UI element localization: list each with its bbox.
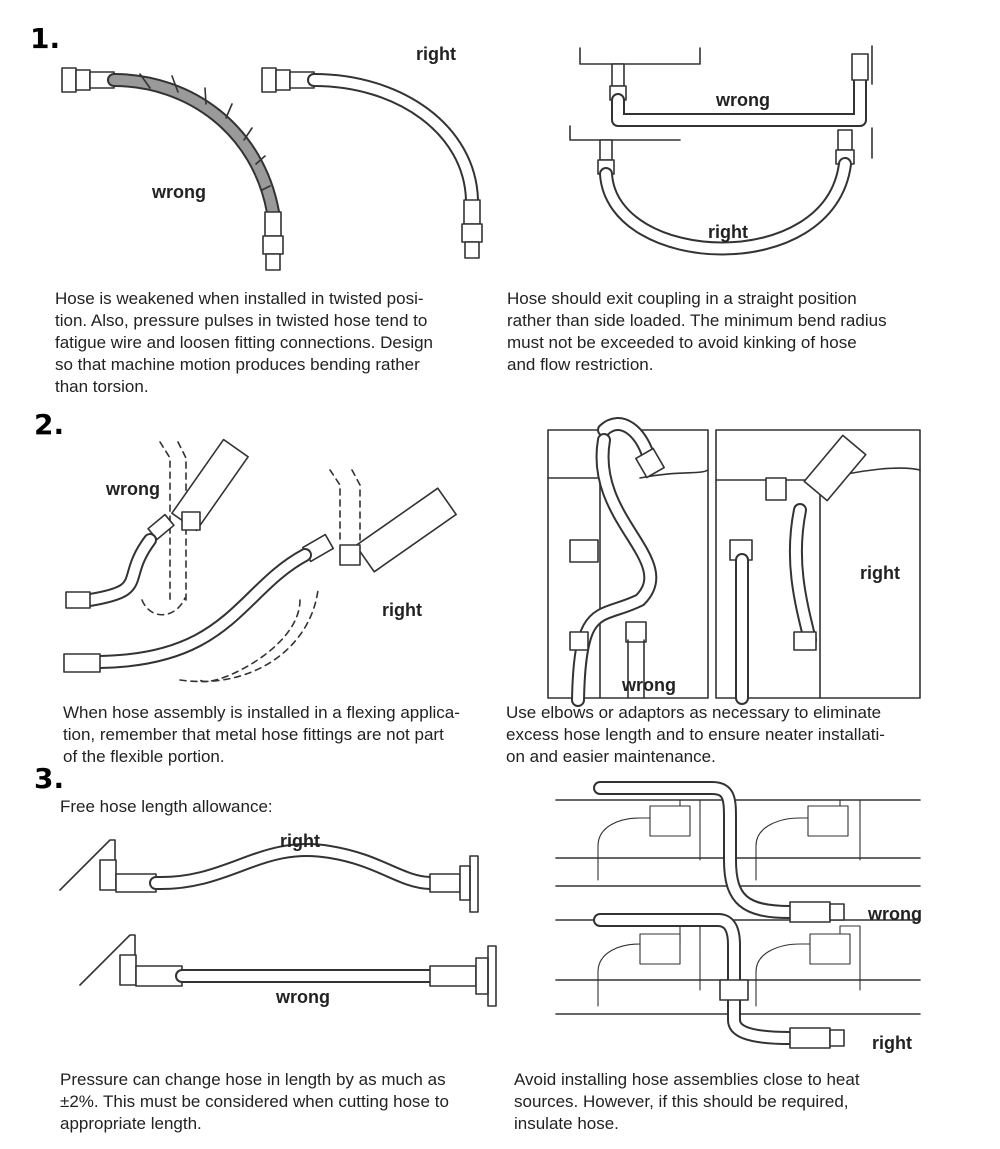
caption-line: insulate hose. xyxy=(514,1114,619,1133)
caption-line: Use elbows or adaptors as necessary to e… xyxy=(506,703,882,722)
section-3-heading: Free hose length allowance: xyxy=(60,797,273,816)
caption-line: Avoid installing hose assemblies close t… xyxy=(514,1070,860,1089)
twisted-hose-drawing xyxy=(61,67,284,271)
caption-flexing-application: When hose assembly is installed in a fle… xyxy=(63,702,460,768)
caption-line: rather than side loaded. The minimum ben… xyxy=(507,311,887,330)
label-wrong: wrong xyxy=(868,904,922,924)
caption-line: must not be exceeded to avoid kinking of… xyxy=(507,333,857,352)
section-number-2: 2. xyxy=(34,408,65,441)
caption-line: on and easier maintenance. xyxy=(506,747,716,766)
caption-line: excess hose length and to ensure neater … xyxy=(506,725,885,744)
label-right: right xyxy=(708,222,748,242)
caption-line: appropriate length. xyxy=(60,1114,202,1133)
caption-line: fatigue wire and loosen fitting connecti… xyxy=(55,333,434,352)
label-right: right xyxy=(280,831,320,851)
caption-hose-length: Pressure can change hose in length by as… xyxy=(60,1069,449,1135)
caption-line: tion. Also, pressure pulses in twisted h… xyxy=(55,311,428,330)
elbow-adaptor-drawing xyxy=(547,417,921,707)
caption-line: of the flexible portion. xyxy=(63,747,225,766)
section-number-3: 3. xyxy=(34,762,65,795)
caption-line: sources. However, if this should be requ… xyxy=(514,1092,849,1111)
label-wrong: wrong xyxy=(152,182,206,202)
caption-line: Pressure can change hose in length by as… xyxy=(60,1070,446,1089)
caption-line: tion, remember that metal hose fittings … xyxy=(63,725,444,744)
hose-length-drawing xyxy=(59,839,497,1007)
section-number-1: 1. xyxy=(30,22,61,55)
caption-twisted-hose: Hose is weakened when installed in twist… xyxy=(55,288,433,398)
label-wrong: wrong xyxy=(106,479,160,499)
smooth-hose-drawing xyxy=(261,67,483,259)
label-right: right xyxy=(416,44,456,64)
label-wrong: wrong xyxy=(622,675,676,695)
caption-line: Hose is weakened when installed in twist… xyxy=(55,289,424,308)
caption-elbows-adaptors: Use elbows or adaptors as necessary to e… xyxy=(506,702,885,768)
caption-line: so that machine motion produces bending … xyxy=(55,355,420,374)
label-right: right xyxy=(382,600,422,620)
flexing-hose-drawing xyxy=(63,438,457,683)
caption-line: Hose should exit coupling in a straight … xyxy=(507,289,857,308)
label-wrong: wrong xyxy=(716,90,770,110)
caption-line: and flow restriction. xyxy=(507,355,654,374)
caption-line: When hose assembly is installed in a fle… xyxy=(63,703,460,722)
label-wrong: wrong xyxy=(276,987,330,1007)
label-right: right xyxy=(872,1033,912,1053)
caption-heat-sources: Avoid installing hose assemblies close t… xyxy=(514,1069,860,1135)
caption-line: ±2%. This must be considered when cuttin… xyxy=(60,1092,449,1111)
label-right: right xyxy=(860,563,900,583)
caption-bend-radius: Hose should exit coupling in a straight … xyxy=(507,288,887,376)
bend-radius-drawing xyxy=(569,45,873,256)
caption-line: than torsion. xyxy=(55,377,149,396)
heat-source-drawing xyxy=(555,781,921,1049)
